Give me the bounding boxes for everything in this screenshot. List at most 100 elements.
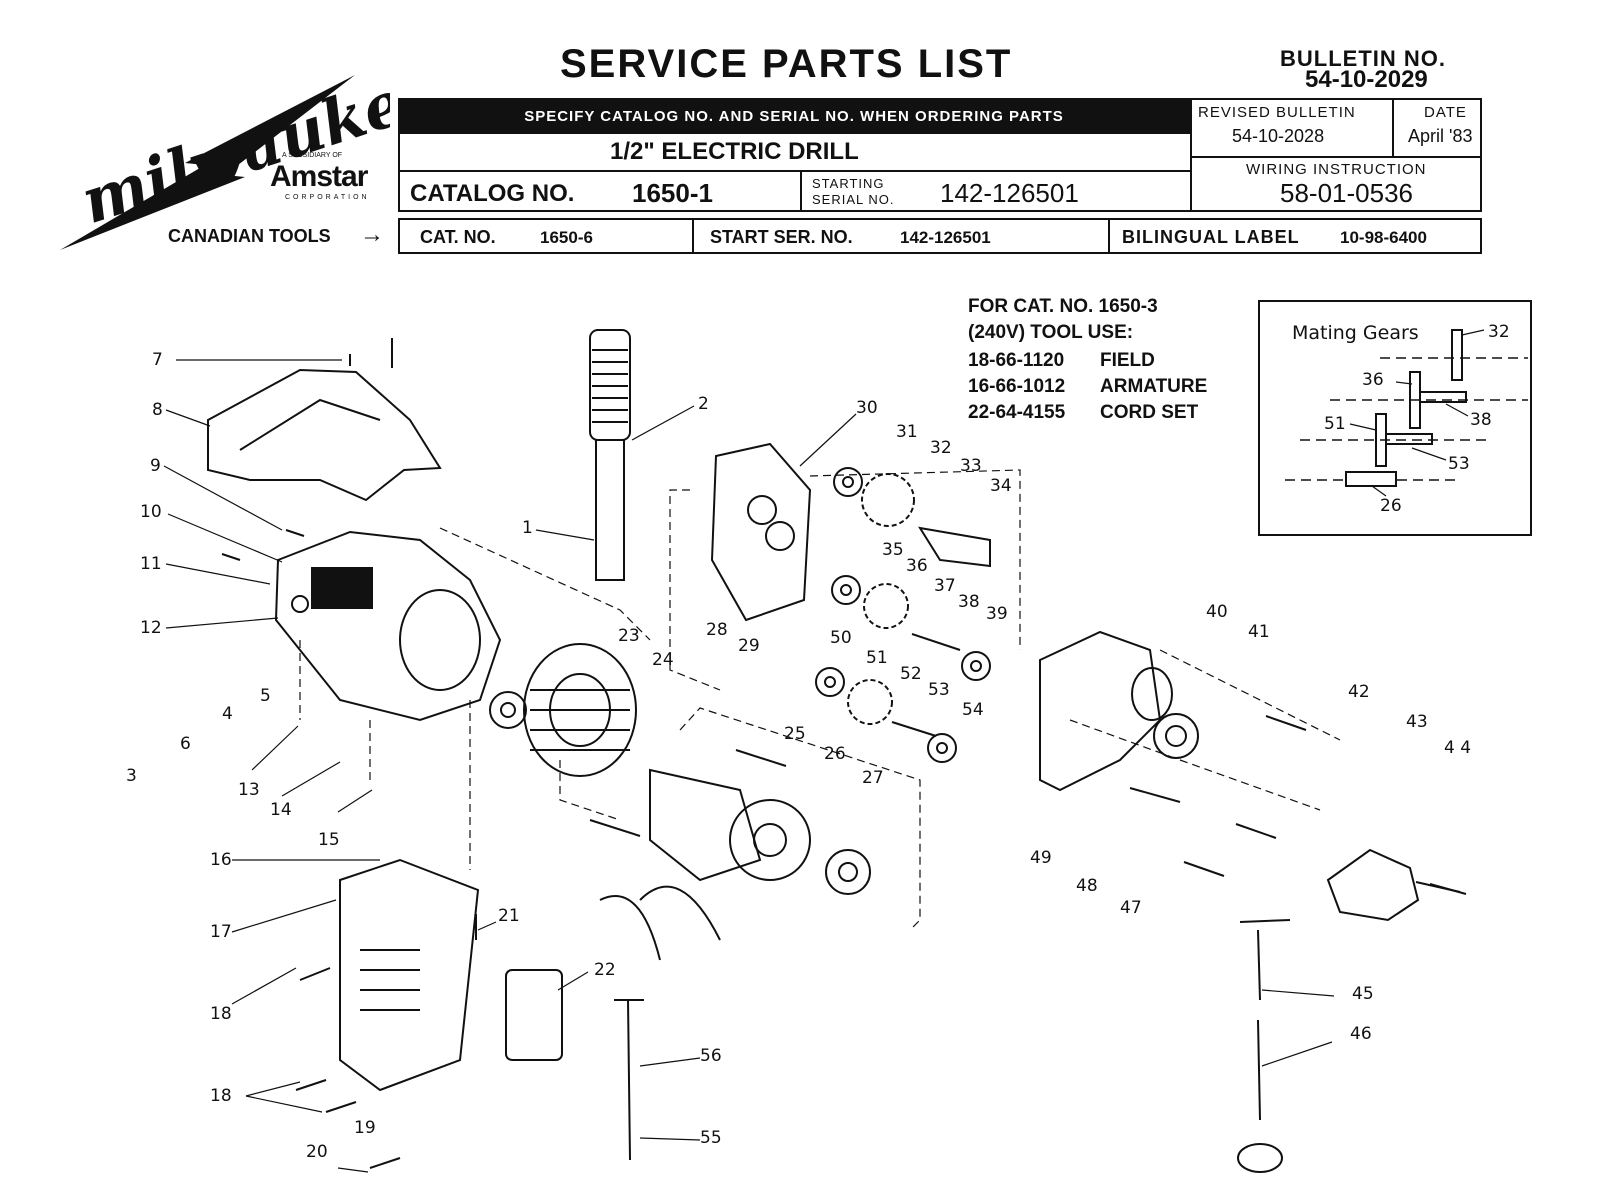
wiring-value: 58-01-0536	[1280, 178, 1413, 208]
mating-label: 53	[1448, 454, 1470, 474]
canadian-cat-label: CAT. NO.	[420, 227, 496, 247]
header-table	[398, 98, 1482, 212]
callout-19: 19	[354, 1118, 376, 1138]
callout-13: 13	[238, 780, 260, 800]
callout-40: 40	[1206, 602, 1228, 622]
callout-47: 47	[1120, 898, 1142, 918]
canadian-ser-value: 142-126501	[900, 228, 991, 247]
canadian-label: CANADIAN TOOLS	[168, 226, 331, 246]
variant-part-no: 16-66-1012	[968, 376, 1066, 397]
callout-8: 8	[152, 400, 163, 420]
starting-label-1: STARTING	[812, 176, 885, 191]
callout-39: 39	[986, 604, 1008, 624]
callout-42: 42	[1348, 682, 1370, 702]
canadian-row	[398, 218, 1482, 254]
callout-38: 38	[958, 592, 980, 612]
revised-value: 54-10-2028	[1232, 126, 1325, 146]
canadian-arrow: →	[360, 221, 384, 248]
callout-55: 55	[700, 1128, 722, 1148]
callout-20: 20	[306, 1142, 328, 1162]
variant-part-name: FIELD	[1100, 350, 1155, 371]
revised-label: REVISED BULLETIN	[1198, 104, 1356, 121]
mating-label: 26	[1380, 496, 1402, 516]
callout-46: 46	[1350, 1024, 1372, 1044]
mating-gears-title: Mating Gears	[1292, 322, 1419, 344]
callout-36: 36	[906, 556, 928, 576]
callout-48: 48	[1076, 876, 1098, 896]
canadian-cat-value: 1650-6	[540, 228, 593, 247]
callout-10: 10	[140, 502, 162, 522]
callout-33: 33	[960, 456, 982, 476]
catalog-label: CATALOG NO.	[410, 180, 575, 207]
callout-7: 7	[152, 350, 163, 370]
callout-29: 29	[738, 636, 760, 656]
callout-11: 11	[140, 554, 162, 574]
callout-53: 53	[928, 680, 950, 700]
callout-18: 18	[210, 1004, 232, 1024]
callout-30: 30	[856, 398, 878, 418]
callout-17: 17	[210, 922, 232, 942]
callout-21: 21	[498, 906, 520, 926]
callout-6: 6	[180, 734, 191, 754]
mating-gears-inset	[1258, 300, 1532, 536]
callout-41: 41	[1248, 622, 1270, 642]
callout-37: 37	[934, 576, 956, 596]
variant-line2: (240V) TOOL USE:	[968, 322, 1134, 343]
callout-16: 16	[210, 850, 232, 870]
callout-22: 22	[594, 960, 616, 980]
callout-12: 12	[140, 618, 162, 638]
mating-label: 51	[1324, 414, 1346, 434]
callout-45: 45	[1352, 984, 1374, 1004]
callout-18b: 18	[210, 1086, 232, 1106]
callout-2: 2	[698, 394, 709, 414]
callout-5: 5	[260, 686, 271, 706]
callout-25: 25	[784, 724, 806, 744]
variant-part-name: ARMATURE	[1100, 376, 1208, 397]
order-note: SPECIFY CATALOG NO. AND SERIAL NO. WHEN …	[398, 100, 1190, 132]
subsidiary-line: A SUBSIDIARY OF	[282, 152, 343, 159]
callout-51: 51	[866, 648, 888, 668]
callout-54: 54	[962, 700, 984, 720]
bilingual-value: 10-98-6400	[1340, 228, 1427, 247]
variant-part-name: CORD SET	[1100, 402, 1199, 423]
callout-9: 9	[150, 456, 161, 476]
wiring-label: WIRING INSTRUCTION	[1246, 161, 1427, 178]
mating-label: 38	[1470, 410, 1492, 430]
callout-3: 3	[126, 766, 137, 786]
callout-4: 4	[222, 704, 233, 724]
catalog-value: 1650-1	[632, 178, 713, 208]
amstar-corporation: CORPORATION	[285, 194, 370, 201]
milwaukee-logo: milwaukee	[60, 53, 390, 250]
starting-serial-value: 142-126501	[940, 178, 1079, 208]
bulletin-number: 54-10-2029	[1305, 66, 1428, 93]
bilingual-label: BILINGUAL LABEL	[1122, 227, 1300, 247]
variant-part-no: 22-64-4155	[968, 402, 1066, 423]
product-name: 1/2" ELECTRIC DRILL	[610, 138, 859, 165]
callout-49: 49	[1030, 848, 1052, 868]
callout-44: 4 4	[1444, 738, 1472, 758]
amstar-logo: Amstar	[270, 160, 368, 193]
date-value: April '83	[1408, 126, 1473, 146]
callout-26: 26	[824, 744, 846, 764]
callout-50: 50	[830, 628, 852, 648]
callout-32: 32	[930, 438, 952, 458]
callout-35: 35	[882, 540, 904, 560]
page-title: SERVICE PARTS LIST	[560, 42, 1013, 86]
date-label: DATE	[1424, 104, 1467, 121]
callout-23: 23	[618, 626, 640, 646]
callout-28: 28	[706, 620, 728, 640]
callout-14: 14	[270, 800, 292, 820]
mating-label: 36	[1362, 370, 1384, 390]
canadian-ser-label: START SER. NO.	[710, 227, 853, 247]
callout-1: 1	[522, 518, 533, 538]
callout-24: 24	[652, 650, 674, 670]
callout-15: 15	[318, 830, 340, 850]
callout-34: 34	[990, 476, 1012, 496]
variant-line1: FOR CAT. NO. 1650-3	[968, 296, 1158, 317]
callout-27: 27	[862, 768, 884, 788]
callout-52: 52	[900, 664, 922, 684]
callout-31: 31	[896, 422, 918, 442]
bulletin-label: BULLETIN NO.	[1280, 46, 1446, 71]
